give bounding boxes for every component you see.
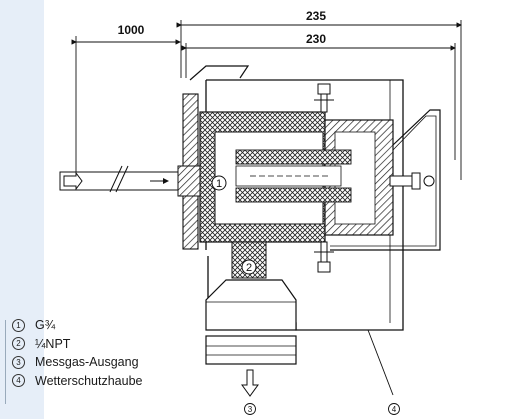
side-valve (389, 172, 435, 190)
hood-latch (189, 65, 250, 81)
marker-4-label: 4 (392, 405, 397, 414)
marker-3 (244, 403, 256, 415)
legend-item: 4 Wetterschutzhaube (12, 372, 142, 391)
dim-overall-width: 235 (306, 9, 326, 23)
marker-2 (241, 259, 257, 275)
legend-divider (5, 320, 6, 404)
filter-bowl (205, 279, 297, 331)
dimension-lines (71, 20, 462, 180)
legend-num: 1 (12, 318, 25, 332)
marker-1 (211, 175, 227, 191)
dim-inner-width: 230 (306, 32, 326, 46)
exhaust-arrow (241, 369, 259, 397)
marker-2-label: 2 (246, 262, 252, 274)
sensor-tube-upper (235, 149, 352, 165)
bottom-bolt (314, 241, 334, 273)
legend-num: 4 (12, 374, 25, 388)
legend-item: 3 Messgas-Ausgang (12, 353, 142, 372)
dim-cable-length: 1000 (118, 23, 145, 37)
legend-num: 2 (12, 337, 25, 351)
legend-item: 1 G¾ (12, 316, 142, 335)
legend-item: 2 ¼NPT (12, 335, 142, 354)
pipe-loop (330, 109, 441, 251)
marker-3-label: 3 (248, 405, 253, 414)
legend-label: ¼NPT (35, 336, 71, 351)
legend-label: Wetterschutzhaube (35, 373, 143, 388)
top-bolt (314, 83, 334, 113)
marker-4 (388, 403, 400, 415)
legend-label: Messgas-Ausgang (35, 355, 139, 370)
legend-label: G¾ (35, 318, 56, 333)
leader-4 (367, 329, 394, 396)
inlet-fitting (177, 165, 201, 197)
outlet-coupling (205, 335, 297, 365)
legend: 1 G¾ 2 ¼NPT 3 Messgas-Ausgang 4 Wettersc… (12, 316, 142, 390)
inlet-arrow (63, 171, 83, 191)
sensor-tube-lower (235, 187, 352, 203)
marker-1-label: 1 (216, 178, 222, 190)
legend-num: 3 (12, 355, 25, 369)
